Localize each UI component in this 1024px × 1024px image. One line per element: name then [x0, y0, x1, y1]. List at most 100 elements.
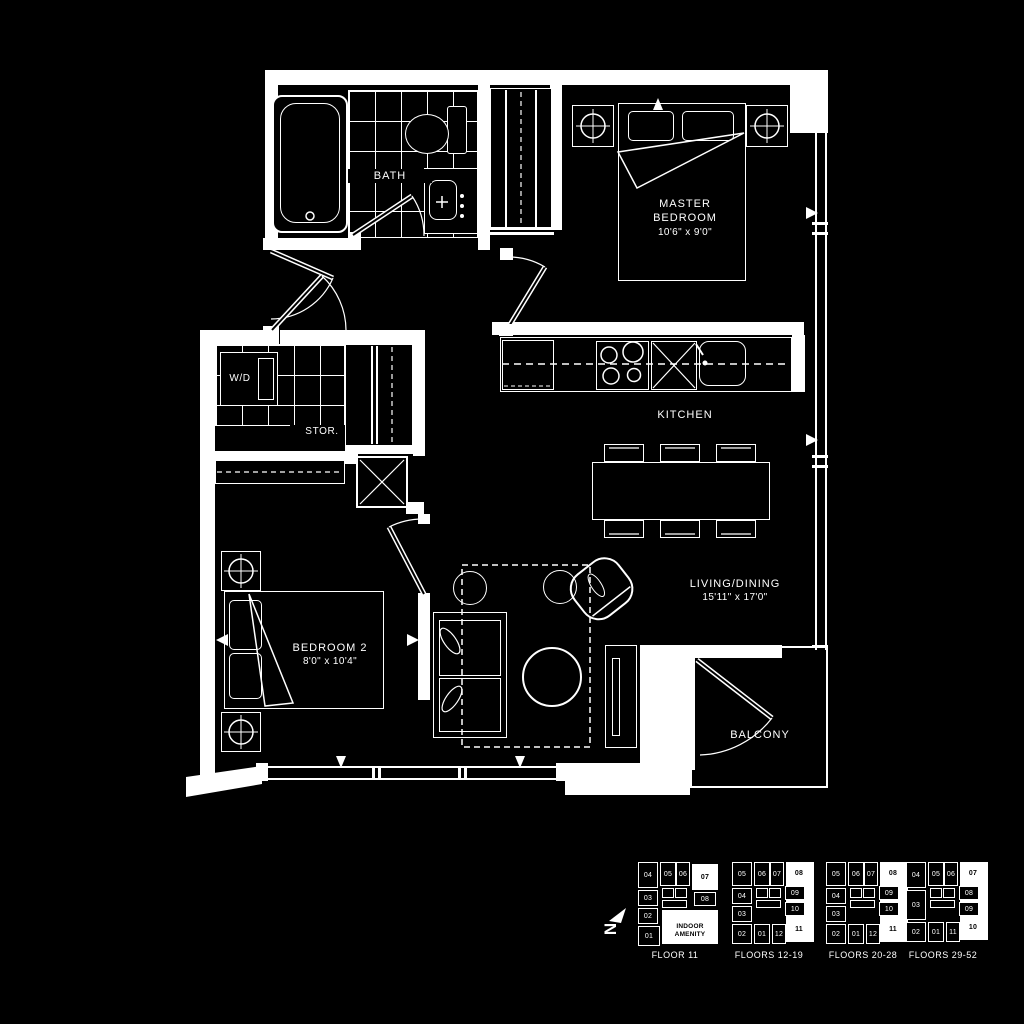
keyplan-unit-highlighted: 10	[968, 923, 978, 931]
balcony-label: BALCONY	[730, 729, 790, 741]
bedroom2-dimensions: 8'0" x 10'4"	[302, 656, 358, 667]
wall-foyer-bottom-left	[200, 330, 265, 344]
keyplan-unit: 03	[826, 906, 846, 922]
window-end-block	[256, 763, 268, 781]
wall-bath-right	[478, 85, 490, 250]
keyplan-unit: 12	[772, 924, 786, 944]
door-leaf	[270, 274, 324, 332]
kitchen-label: KITCHEN	[657, 409, 713, 421]
wall-top	[265, 70, 828, 85]
keyplan-unit: 08	[694, 892, 716, 906]
cooktop	[596, 341, 649, 390]
wall-bath-bottom	[263, 238, 355, 250]
door-leaf	[270, 248, 334, 281]
keyplan-unit: 04	[732, 888, 752, 904]
window-end-block	[556, 763, 566, 781]
washer-dryer-inner	[258, 358, 274, 400]
balcony-edge	[780, 646, 826, 648]
balcony-edge	[690, 770, 692, 788]
keyplan-unit: 01	[928, 922, 944, 942]
side-table	[543, 570, 577, 604]
keyplan-unit: 12	[866, 924, 880, 944]
keyplan-core	[662, 900, 687, 908]
keyplan-unit: 08	[959, 886, 979, 900]
wall-balcony-left	[640, 645, 695, 770]
keyplan-unit: 02	[732, 924, 752, 944]
balcony-edge	[826, 646, 828, 788]
dining-chair	[660, 520, 700, 538]
door-swing-arc	[270, 277, 334, 320]
toilet-bowl	[405, 114, 449, 154]
master-bedroom-label: MASTER BEDROOM	[653, 198, 717, 224]
keyplan-core	[930, 900, 955, 908]
window-line	[825, 130, 827, 650]
window-mullion	[812, 465, 828, 468]
keyplan-core	[756, 900, 781, 908]
dishwasher	[651, 341, 697, 390]
keyplan-unit: 09	[959, 902, 979, 916]
keyplan-caption: FLOOR 11	[651, 950, 699, 960]
keyplan-unit-highlighted: 07	[968, 869, 978, 877]
door-swing-arc	[507, 256, 546, 268]
side-table	[453, 571, 487, 605]
dining-chair	[604, 520, 644, 538]
window-mullion	[812, 222, 828, 225]
closet-line	[505, 90, 507, 228]
keyplan-core	[850, 888, 862, 898]
wall-kitchen-right	[792, 335, 805, 392]
wall-left-main	[200, 344, 215, 790]
dining-chair	[716, 520, 756, 538]
wall-closet-right	[550, 85, 562, 230]
keyplan-core	[943, 888, 955, 898]
window-line	[815, 130, 817, 650]
keyplan-unit: 06	[848, 862, 864, 886]
master-closet	[490, 88, 552, 230]
keyplan-core	[863, 888, 875, 898]
sliding-door-track	[488, 227, 554, 230]
keyplan-core	[850, 900, 875, 908]
window-mullion	[464, 766, 467, 780]
door-leaf-inner	[271, 275, 323, 331]
keyplan-highlight-strip	[960, 862, 988, 940]
keyplan-unit: 03	[732, 906, 752, 922]
dining-chair	[716, 444, 756, 462]
pillow	[229, 600, 262, 650]
keyplan-unit: 10	[785, 902, 805, 916]
bath-sink	[429, 180, 457, 220]
door-swing-arc	[321, 275, 347, 331]
door-leaf	[695, 658, 774, 720]
wall-balcony-top	[695, 645, 782, 658]
keyplan-unit: 05	[928, 862, 944, 886]
nightstand	[572, 105, 614, 147]
closet-line	[535, 90, 537, 228]
fridge	[502, 340, 554, 390]
keyplan-caption: FLOORS 12-19	[734, 950, 804, 960]
keyplan-unit-highlighted: 11	[889, 925, 897, 933]
closet-line	[371, 346, 373, 444]
wall-corner-diagonal	[186, 766, 262, 797]
keyplan-core	[675, 888, 687, 898]
keyplan-unit: 02	[826, 924, 846, 944]
keyplan-unit: 09	[879, 886, 899, 900]
nightstand	[221, 712, 261, 752]
keyplan-unit-highlighted: 11	[795, 925, 803, 933]
keyplan-unit: 05	[660, 862, 676, 886]
keyplan-unit-highlighted: 08	[888, 869, 898, 877]
shaft	[356, 456, 408, 508]
tv	[612, 658, 620, 736]
tv-stand	[605, 645, 637, 748]
keyplan-unit: 10	[879, 902, 899, 916]
keyplan-unit: 01	[848, 924, 864, 944]
keyplan-unit: 01	[754, 924, 770, 944]
keyplan-floors-20-28: 05 06 07 08 04 09 10 03 02 01 12 11	[816, 856, 910, 946]
wall-entry-hinge	[263, 326, 279, 346]
keyplan-caption: FLOORS 29-52	[908, 950, 978, 960]
keyplan-floors-12-19: 05 06 07 08 04 09 10 03 02 01 12 11	[722, 856, 816, 946]
window-line	[262, 766, 568, 768]
keyplan-floors-29-52: 04 05 06 07 03 08 09 02 01 11 10	[896, 856, 990, 946]
keyplan-unit: 03	[638, 890, 658, 906]
wall-bedroom2-top	[213, 451, 347, 460]
door-leaf-inner	[696, 659, 773, 719]
keyplan-amenity: INDOOR AMENITY	[662, 910, 718, 944]
